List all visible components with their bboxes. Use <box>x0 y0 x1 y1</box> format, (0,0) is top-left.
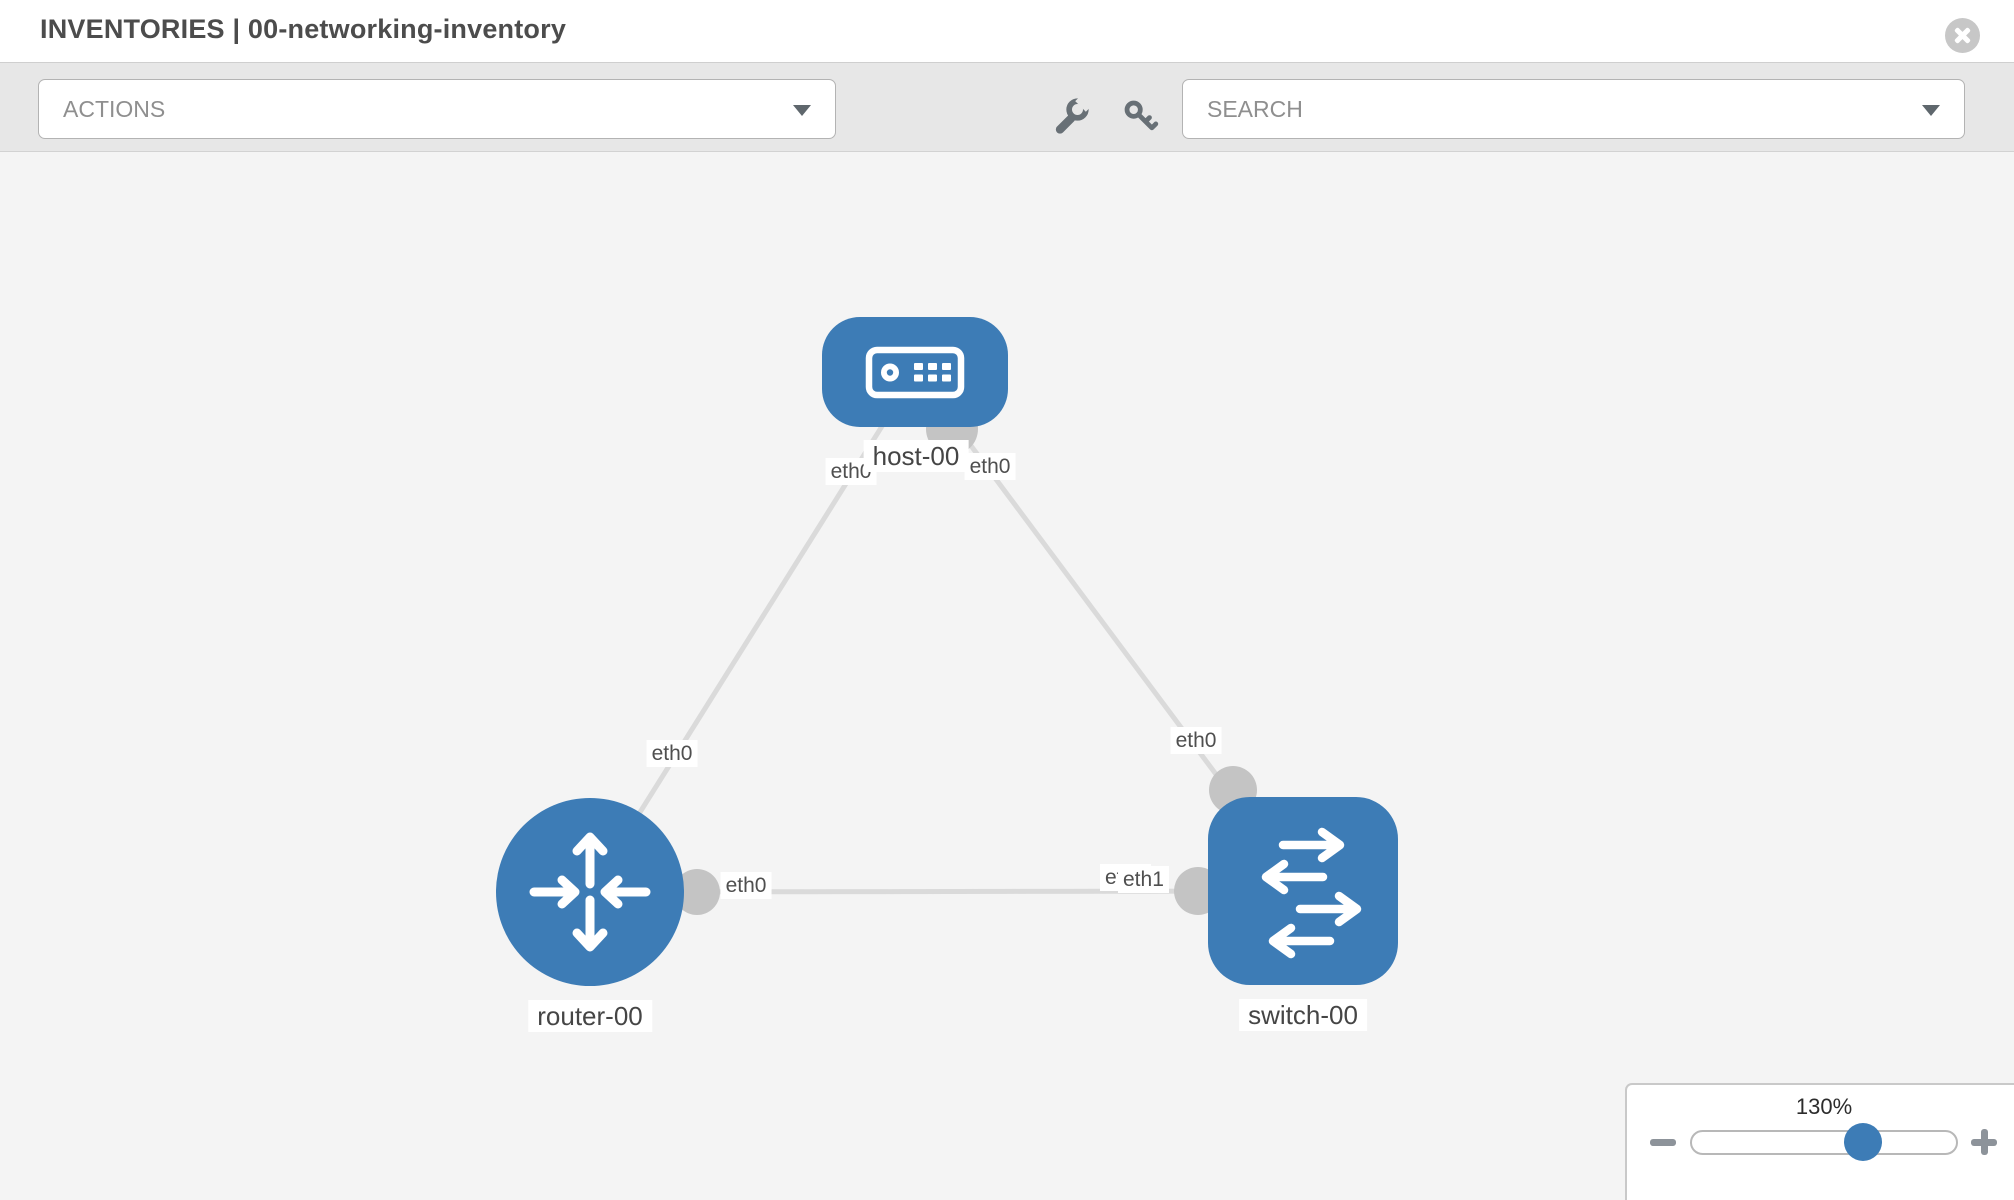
node-switch-00[interactable] <box>1208 797 1398 985</box>
minus-icon <box>1650 1139 1676 1146</box>
caret-down-icon <box>793 105 811 116</box>
switch-icon <box>1261 827 1362 959</box>
node-host-00[interactable] <box>822 317 1008 427</box>
actions-dropdown-label: ACTIONS <box>63 96 166 122</box>
port-label-host-eth0-right: eth0 <box>964 453 1016 480</box>
host-icon <box>865 346 965 399</box>
wrench-icon <box>1055 90 1097 134</box>
actions-dropdown[interactable]: ACTIONS <box>38 79 836 139</box>
configure-button[interactable] <box>1050 90 1097 137</box>
key-icon <box>1124 100 1159 131</box>
plus-icon <box>1981 1129 1988 1155</box>
zoom-level: 130% <box>1795 1094 1853 1119</box>
close-button[interactable] <box>1945 18 1980 53</box>
search-dropdown-label: SEARCH <box>1207 96 1303 122</box>
port-label-router-eth0-uplink: eth0 <box>646 740 698 767</box>
port-label-router-eth0: eth0 <box>720 872 772 899</box>
topology-canvas[interactable]: eth0 eth0 eth0 eth0 eth0 eth0 eth1 host-… <box>0 152 2014 1200</box>
router-icon <box>529 832 651 952</box>
port-label-switch-eth1: eth1 <box>1118 866 1169 893</box>
zoom-out-button[interactable] <box>1643 1122 1683 1162</box>
zoom-in-button[interactable] <box>1964 1122 2004 1162</box>
caret-down-icon <box>1922 105 1940 116</box>
port-label-switch-eth0-uplink: eth0 <box>1170 727 1222 754</box>
credentials-button[interactable] <box>1120 97 1160 137</box>
zoom-slider-handle[interactable] <box>1844 1123 1882 1161</box>
interface-dot-router-eth0 <box>674 869 720 915</box>
zoom-slider[interactable] <box>1690 1123 1958 1161</box>
node-router-00[interactable] <box>496 798 684 986</box>
port-labels-switch-overlap: eth0 eth1 <box>1100 864 1170 894</box>
node-label-router-00: router-00 <box>528 1000 652 1032</box>
toolbar: ACTIONS SEARCH <box>0 62 2014 152</box>
zoom-panel: 130% <box>1625 1083 2014 1200</box>
node-label-host-00: host-00 <box>863 440 969 472</box>
node-label-switch-00: switch-00 <box>1239 999 1367 1031</box>
search-dropdown[interactable]: SEARCH <box>1182 79 1965 139</box>
page-title: INVENTORIES | 00-networking-inventory <box>40 14 567 44</box>
header: INVENTORIES | 00-networking-inventory <box>0 0 2014 62</box>
